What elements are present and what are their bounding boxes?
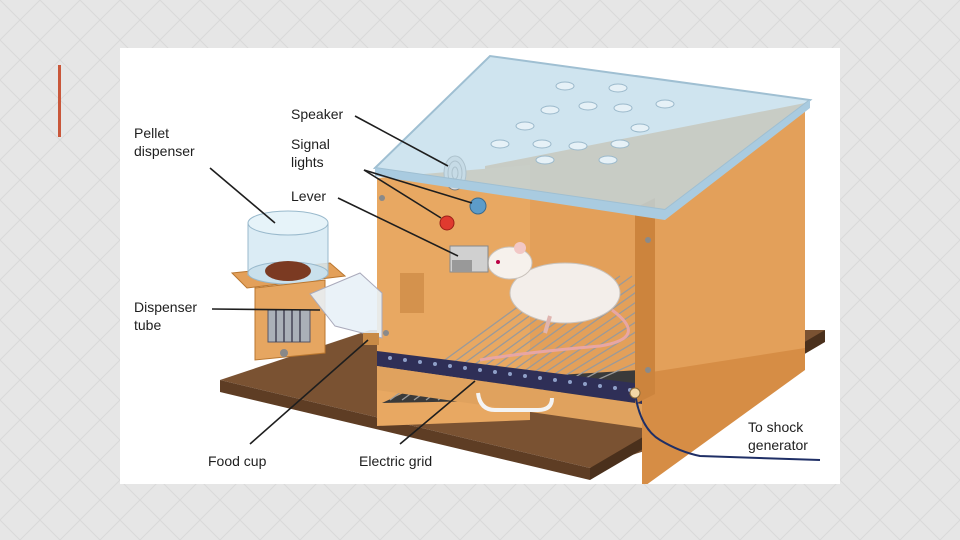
- food-cup: [363, 333, 379, 345]
- signal-light-red: [439, 215, 455, 231]
- drawer-front: [377, 366, 642, 428]
- leader-speaker: [354, 115, 449, 167]
- accent-bar: [58, 65, 61, 137]
- label-speaker: Speaker: [291, 106, 344, 122]
- grid-front-strip: [377, 351, 642, 404]
- rat: [479, 242, 630, 362]
- label-food-cup: Food cup: [208, 453, 267, 469]
- label-shock-generator: To shock generator: [748, 419, 808, 453]
- signal-light-blue: [469, 197, 487, 215]
- label-electric-grid: Electric grid: [359, 453, 433, 469]
- leader-lever: [337, 197, 459, 257]
- pellet-dispenser: [230, 210, 347, 361]
- label-pellet-dispenser: Pellet dispenser: [134, 125, 195, 159]
- shock-cable: [634, 392, 821, 461]
- leader-signal-blue: [363, 169, 473, 204]
- dispenser-tube: [309, 272, 383, 339]
- skinner-box-diagram: [209, 54, 825, 484]
- drawer-handle: [476, 392, 554, 412]
- leader-signal-red: [363, 169, 442, 219]
- skinner-box-figure: Speaker Signal lights Lever Pellet dispe…: [120, 48, 840, 484]
- leader-food-cup: [249, 339, 369, 445]
- leader-electric-grid: [399, 380, 476, 445]
- label-signal-lights: Signal lights: [291, 136, 330, 170]
- label-dispenser-tube: Dispenser tube: [134, 299, 198, 333]
- leader-dispenser-tube: [211, 308, 321, 311]
- leader-pellet-dispenser: [209, 167, 276, 224]
- label-lever: Lever: [291, 188, 327, 204]
